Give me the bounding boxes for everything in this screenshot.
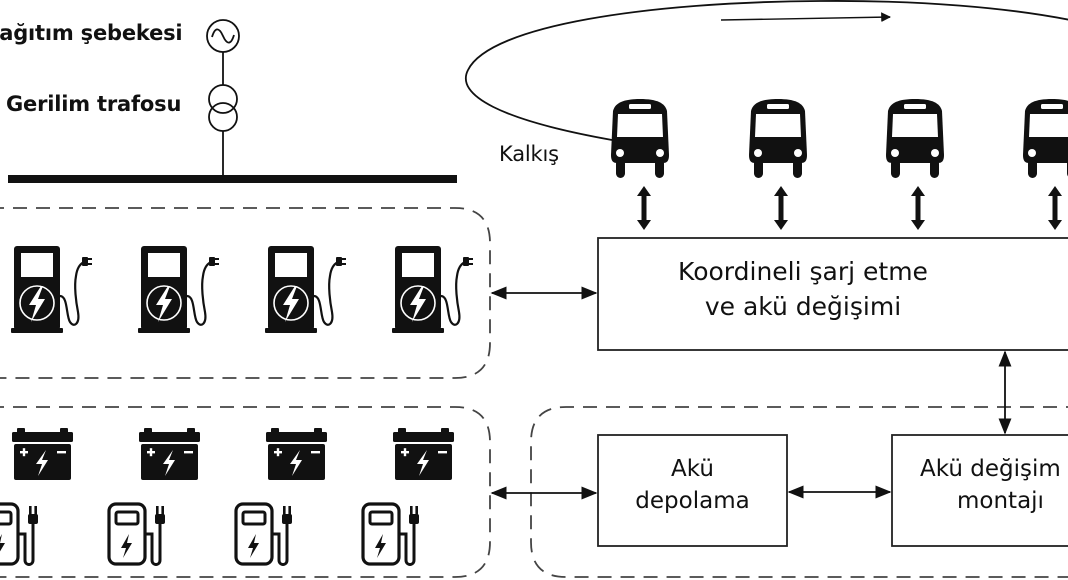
transformer-icon (208, 84, 238, 132)
coordination-box (597, 237, 1068, 351)
grid-connection (8, 19, 457, 183)
distribution-network-label: Dağıtım şebekesi (0, 21, 183, 45)
battery-icon (139, 428, 200, 480)
bus-fleet (611, 99, 1068, 230)
battery-charger-icon (361, 502, 421, 567)
departure-label: Kalkış (499, 142, 559, 166)
coordination-line-1: Koordineli şarj etme (678, 257, 928, 286)
bus-icon (749, 99, 807, 178)
battery-charger-group (0, 428, 454, 567)
sine-wave-icon (211, 28, 235, 44)
battery-swap-box (891, 434, 1068, 547)
bus-icon (886, 99, 944, 178)
coordination-line-2: ve akü değişimi (704, 292, 902, 321)
battery-storage-line-1: Akü (671, 456, 714, 482)
busbar (8, 175, 457, 183)
charging-station-icon (136, 244, 221, 335)
battery-storage-text: Akü depolama (598, 453, 787, 517)
route-loop (465, 0, 1068, 141)
bus-link-arrow (774, 186, 788, 230)
coordination-box-text: Koordineli şarj etme ve akü değişimi (598, 254, 1008, 324)
battery-swap-text: Akü değişim montajı (920, 453, 1068, 517)
battery-swap-line-1: Akü değişim (920, 456, 1061, 482)
battery-icon (266, 428, 327, 480)
battery-storage-box (597, 434, 788, 547)
fast-charger-group (9, 244, 475, 335)
charging-station-icon (9, 244, 94, 335)
swap-station-group-border (530, 406, 1068, 578)
bus-icon (611, 99, 669, 178)
charging-station-icon (390, 244, 475, 335)
charging-station-icon (263, 244, 348, 335)
battery-charger-icon (0, 502, 40, 567)
battery-swap-line-2: montajı (957, 488, 1044, 515)
battery-icon (393, 428, 454, 480)
transformer-label: Gerilim trafosu (6, 92, 182, 116)
battery-icon (12, 428, 73, 480)
battery-charger-icon (234, 502, 294, 567)
bus-link-arrow (911, 186, 925, 230)
direction-arrow (720, 12, 891, 23)
bus-link-arrow (1048, 186, 1062, 230)
battery-charger-icon (107, 502, 167, 567)
battery-storage-line-2: depolama (635, 488, 750, 515)
bus-icon (1023, 99, 1068, 178)
bus-link-arrow (637, 186, 651, 230)
